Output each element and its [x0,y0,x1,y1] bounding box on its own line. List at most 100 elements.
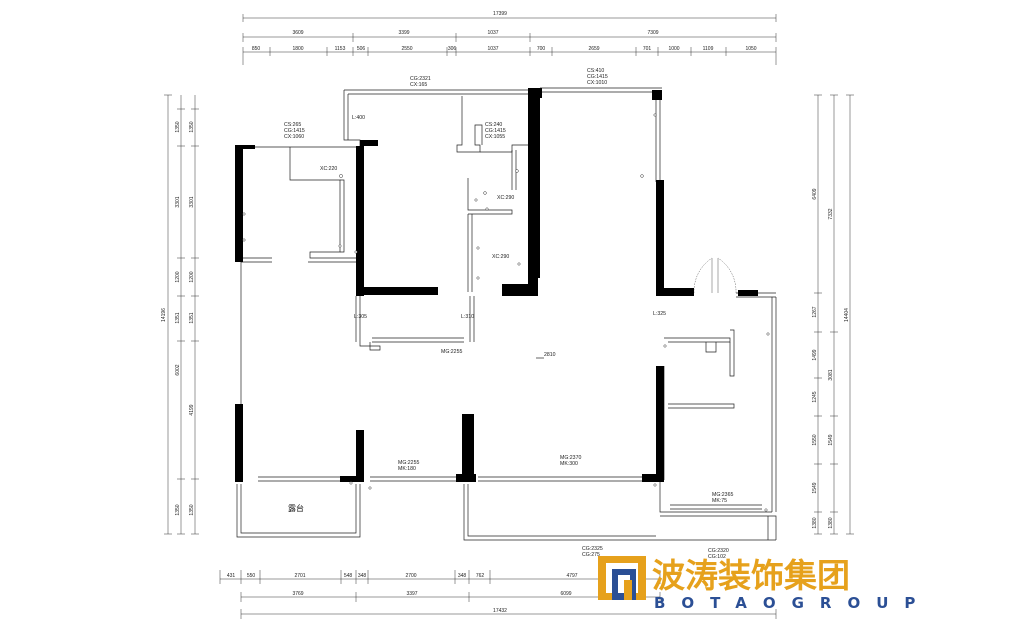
left-l1-dim-4: 1351 [175,312,181,323]
top-l3-dim-7: 1037 [487,46,498,52]
top-l3-dim-11: 1000 [668,46,679,52]
bottom-total-dim: 17432 [493,608,507,614]
right-dimension-lines: 6409 1267 1499 1245 1550 1549 1380 7332 … [812,94,854,535]
label-xc290b: XC:290 [492,254,509,260]
win-bath-cs: CS:240 [485,122,502,128]
top-l3-dim-9: 2659 [588,46,599,52]
thin-walls [236,87,777,541]
logo-mark-icon [598,556,646,600]
top-l2-dim-4: 7309 [647,30,658,36]
door-right-mk: MK:75 [712,498,727,504]
label-l305: L:305 [354,314,367,320]
left-l2-dim-5: 4199 [189,404,195,415]
left-l1-dim-3: 1200 [175,271,181,282]
bottom-l1-dim-2: 550 [247,573,256,579]
left-l2-dim-6: 1350 [189,504,195,515]
bottom-l1-dim-4: 548 [344,573,353,579]
win-top-left-cs: CS:265 [284,122,301,128]
top-l2-dim-3: 1037 [487,30,498,36]
label-l310: L:310 [461,314,474,320]
win-bath-cx: CX:1055 [485,134,505,140]
left-total-dim: 14196 [161,308,167,322]
left-l2-dim-3: 1200 [189,271,195,282]
left-dimension-lines: 14196 1350 3301 1200 1351 6002 1350 1350 [161,94,199,535]
top-l3-dim-8: 700 [537,46,546,52]
top-l3-dim-4: 506 [357,46,366,52]
win-top-mid-cg: CG:2321 [410,76,431,82]
win-top-right-cs: CS:410 [587,68,604,74]
bottom-l1-dim-6: 2700 [405,573,416,579]
logo-chinese-name: 波涛装饰集团 [652,556,850,595]
top-l3-dim-13: 1050 [745,46,756,52]
bottom-b-cg2: CG:102 [708,554,726,560]
bottom-l2-dim-3: 6099 [560,591,571,597]
top-l2-dim-1: 3609 [292,30,303,36]
bottom-l1-dim-9: 4797 [566,573,577,579]
win-top-left-cg: CG:1415 [284,128,305,134]
door-b1-mk: MK:180 [398,466,416,472]
left-l2-dim-4: 1351 [189,312,195,323]
right-l2-dim-1: 7332 [828,208,834,219]
right-l2-dim-2: 3081 [828,369,834,380]
left-l2-dim-2: 3301 [189,196,195,207]
company-logo: 波涛装饰集团 BOTAOGROUP [598,556,931,612]
bottom-b-cg1: CG:2320 [708,548,729,554]
win-top-left-cx: CX:1060 [284,134,304,140]
plan-annotations: CS:265 CG:1415 CX:1060 CG:2321 CX:165 CS… [284,68,733,560]
right-l1-dim-5: 1550 [812,434,818,445]
left-l1-dim-1: 1350 [175,121,181,132]
bottom-a-cg1: CG:2325 [582,546,603,552]
bottom-l2-dim-2: 3397 [406,591,417,597]
win-bath-cg: CG:1415 [485,128,506,134]
left-l1-dim-2: 3301 [175,196,181,207]
right-l1-dim-1: 6409 [812,188,818,199]
top-dimension-lines: 17399 3609 3399 1037 7309 [242,11,777,65]
logo-english-name: BOTAOGROUP [654,594,931,612]
bottom-l1-dim-7: 348 [458,573,467,579]
label-l325: L:325 [653,311,666,317]
right-l1-dim-7: 1380 [812,517,818,528]
top-l2-dim-2: 3399 [398,30,409,36]
win-top-right-cg: CG:1415 [587,74,608,80]
right-l1-dim-4: 1245 [812,391,818,402]
label-l400: L:400 [352,115,365,121]
top-l3-dim-10: 701 [643,46,652,52]
right-l2-dim-3: 1549 [828,434,834,445]
right-l1-dim-2: 1267 [812,306,818,317]
right-total-dim: 14404 [844,308,850,322]
top-l3-dim-5: 2550 [401,46,412,52]
door-right-mg: MG:2365 [712,492,733,498]
bottom-a-cg2: CG:275 [582,552,600,558]
bottom-dimension-lines: 431 550 2701 548 348 2700 348 762 4797 3… [219,570,777,619]
bottom-l2-dim-1: 3769 [292,591,303,597]
fixture-dots [242,113,770,512]
thick-walls [235,88,758,482]
left-l1-dim-5: 6002 [175,364,181,375]
bottom-l1-dim-5: 348 [358,573,367,579]
label-xc290a: XC:290 [497,195,514,201]
label-mg2255a: MG:2255 [441,349,462,355]
left-l1-dim-6: 1350 [175,504,181,515]
door-living-mg: MG:2370 [560,455,581,461]
bottom-l1-dim-3: 2701 [294,573,305,579]
top-l3-dim-3: 1153 [335,46,346,52]
win-top-mid-cx: CX:165 [410,82,427,88]
bottom-l1-dim-8: 762 [476,573,485,579]
door-living-mk: MK:300 [560,461,578,467]
right-l1-dim-6: 1549 [812,482,818,493]
top-l3-dim-1: 850 [252,46,261,52]
top-l3-dim-6: 306 [448,46,457,52]
door-b1-mg: MG:2255 [398,460,419,466]
win-top-right-cx: CX:1010 [587,80,607,86]
top-l3-dim-2: 1800 [292,46,303,52]
right-l1-dim-3: 1499 [812,349,818,360]
label-living-2810: 2810 [544,352,556,358]
bottom-l1-dim-1: 431 [227,573,236,579]
top-l3-dim-12: 1109 [703,46,714,52]
label-xc220: XC:220 [320,166,337,172]
right-l2-dim-4: 1380 [828,517,834,528]
top-total-dim: 17399 [493,11,507,17]
left-l2-dim-1: 1350 [189,121,195,132]
room-balcony-label: 露台 [288,503,304,513]
